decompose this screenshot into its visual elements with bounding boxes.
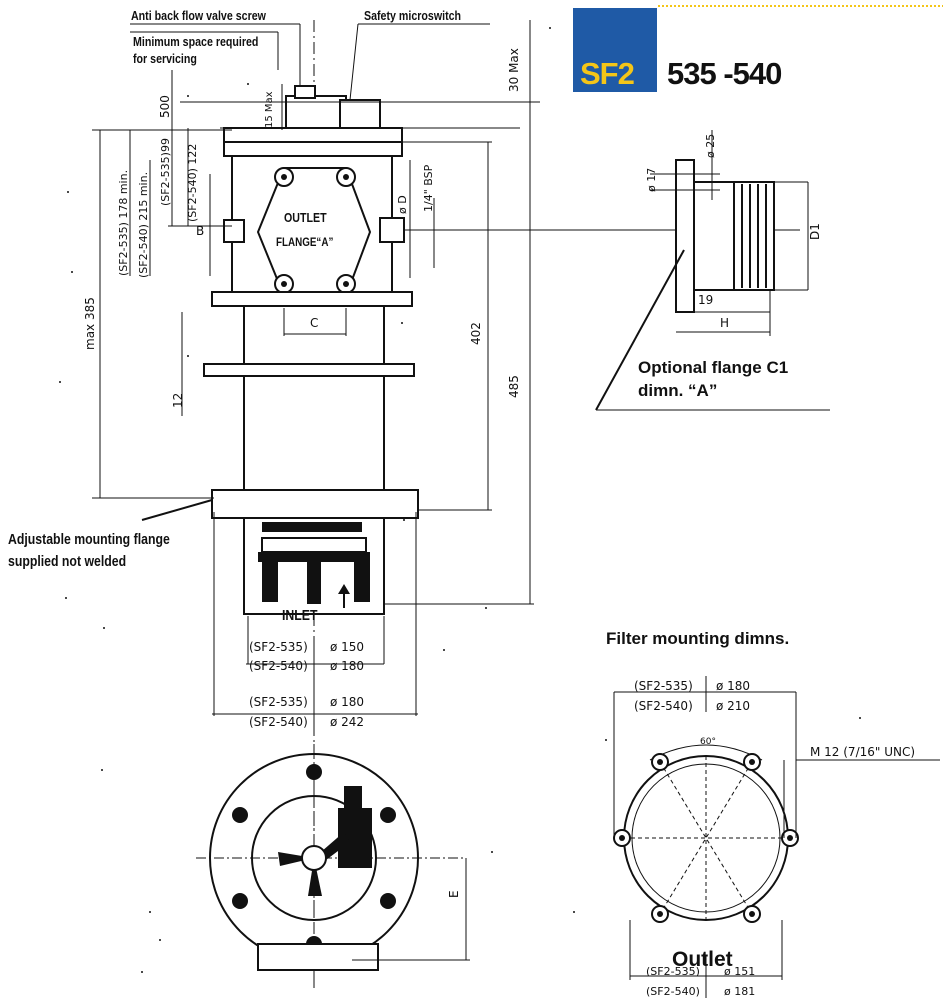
dim-sf540-215: (SF2-540) 215 min.: [137, 172, 150, 278]
inlet-model-2: (SF2-540): [249, 659, 308, 673]
dim-485: 485: [507, 375, 521, 398]
dim-99: 99: [159, 138, 172, 152]
filter-elevation: OUTLET FLANGE“A” INLET: [180, 20, 800, 985]
mount-model-1: (SF2-535): [634, 679, 693, 693]
mount-model-2: (SF2-540): [634, 699, 693, 713]
dim-12: 12: [171, 393, 185, 408]
inlet-value-4: ø 242: [330, 715, 364, 729]
inlet-model-4: (SF2-540): [249, 715, 308, 729]
dim-500: 500: [158, 95, 172, 118]
dim-sf535: (SF2-535): [159, 152, 172, 206]
optional-flange-label-1: Optional flange C1: [638, 358, 788, 377]
dim-sf540-122: (SF2-540) 122: [186, 144, 199, 222]
model-sizes: 535 -540: [667, 56, 781, 91]
outlet-model-2: (SF2-540): [646, 985, 700, 998]
thread-m12: M 12 (7/16" UNC): [810, 745, 915, 759]
optional-flange-label-2: dimn. “A”: [638, 381, 717, 400]
dim-30-max: 30 Max: [507, 48, 521, 92]
dim-e: E: [447, 890, 461, 898]
inlet-label: INLET: [282, 607, 318, 623]
inlet-value-1: ø 150: [330, 640, 364, 654]
anti-back-flow-label: Anti back flow valve screw: [131, 8, 267, 23]
inlet-value-2: ø 180: [330, 659, 364, 673]
dim-19: 19: [698, 293, 713, 307]
model-code: SF2: [580, 56, 634, 91]
angle-60: 60°: [700, 737, 716, 747]
dim-d25: ø 25: [704, 134, 717, 158]
outlet-label: OUTLET: [284, 210, 327, 225]
inlet-model-3: (SF2-535): [249, 695, 308, 709]
model-badge: [573, 8, 657, 92]
dim-bsp: 1/4" BSP: [422, 164, 435, 212]
mount-flange-label-2: supplied not welded: [8, 553, 126, 569]
dim-d17: ø 17: [645, 168, 658, 192]
dim-15-max: 15 Max: [264, 91, 275, 128]
optional-flange-view: D1 ø 17 ø 25 19 H: [645, 130, 822, 336]
dim-max-385: max 385: [83, 297, 97, 350]
dim-sf535-178: (SF2-535) 178 min.: [117, 170, 130, 276]
dim-d: ø D: [396, 195, 409, 214]
filter-plan-view: E: [196, 744, 470, 990]
outlet-bottom-label: Outlet: [672, 948, 733, 971]
outlet-value-2: ø 181: [724, 985, 755, 998]
mount-value-2: ø 210: [716, 699, 750, 713]
header-title: SF2 535 -540: [573, 5, 943, 92]
inlet-model-1: (SF2-535): [249, 640, 308, 654]
mount-flange-label-1: Adjustable mounting flange: [8, 531, 170, 547]
safety-switch-label: Safety microswitch: [364, 8, 461, 23]
filter-mounting-heading: Filter mounting dimns.: [606, 629, 789, 648]
mounting-plan-view: 60°: [613, 737, 940, 923]
dim-h: H: [720, 316, 729, 330]
mount-value-1: ø 180: [716, 679, 750, 693]
outlet-model-1: (SF2-535): [646, 965, 700, 978]
outlet-flange-label: FLANGE“A”: [276, 236, 333, 249]
dim-b: B: [196, 224, 204, 238]
min-space-label-2: for servicing: [133, 51, 197, 66]
dim-c: C: [310, 316, 318, 330]
scan-noise: [59, 27, 861, 973]
min-space-label-1: Minimum space required: [133, 34, 258, 49]
outlet-value-1: ø 151: [724, 965, 755, 978]
dim-d1: D1: [808, 223, 822, 240]
inlet-value-3: ø 180: [330, 695, 364, 709]
dim-402: 402: [469, 322, 483, 345]
